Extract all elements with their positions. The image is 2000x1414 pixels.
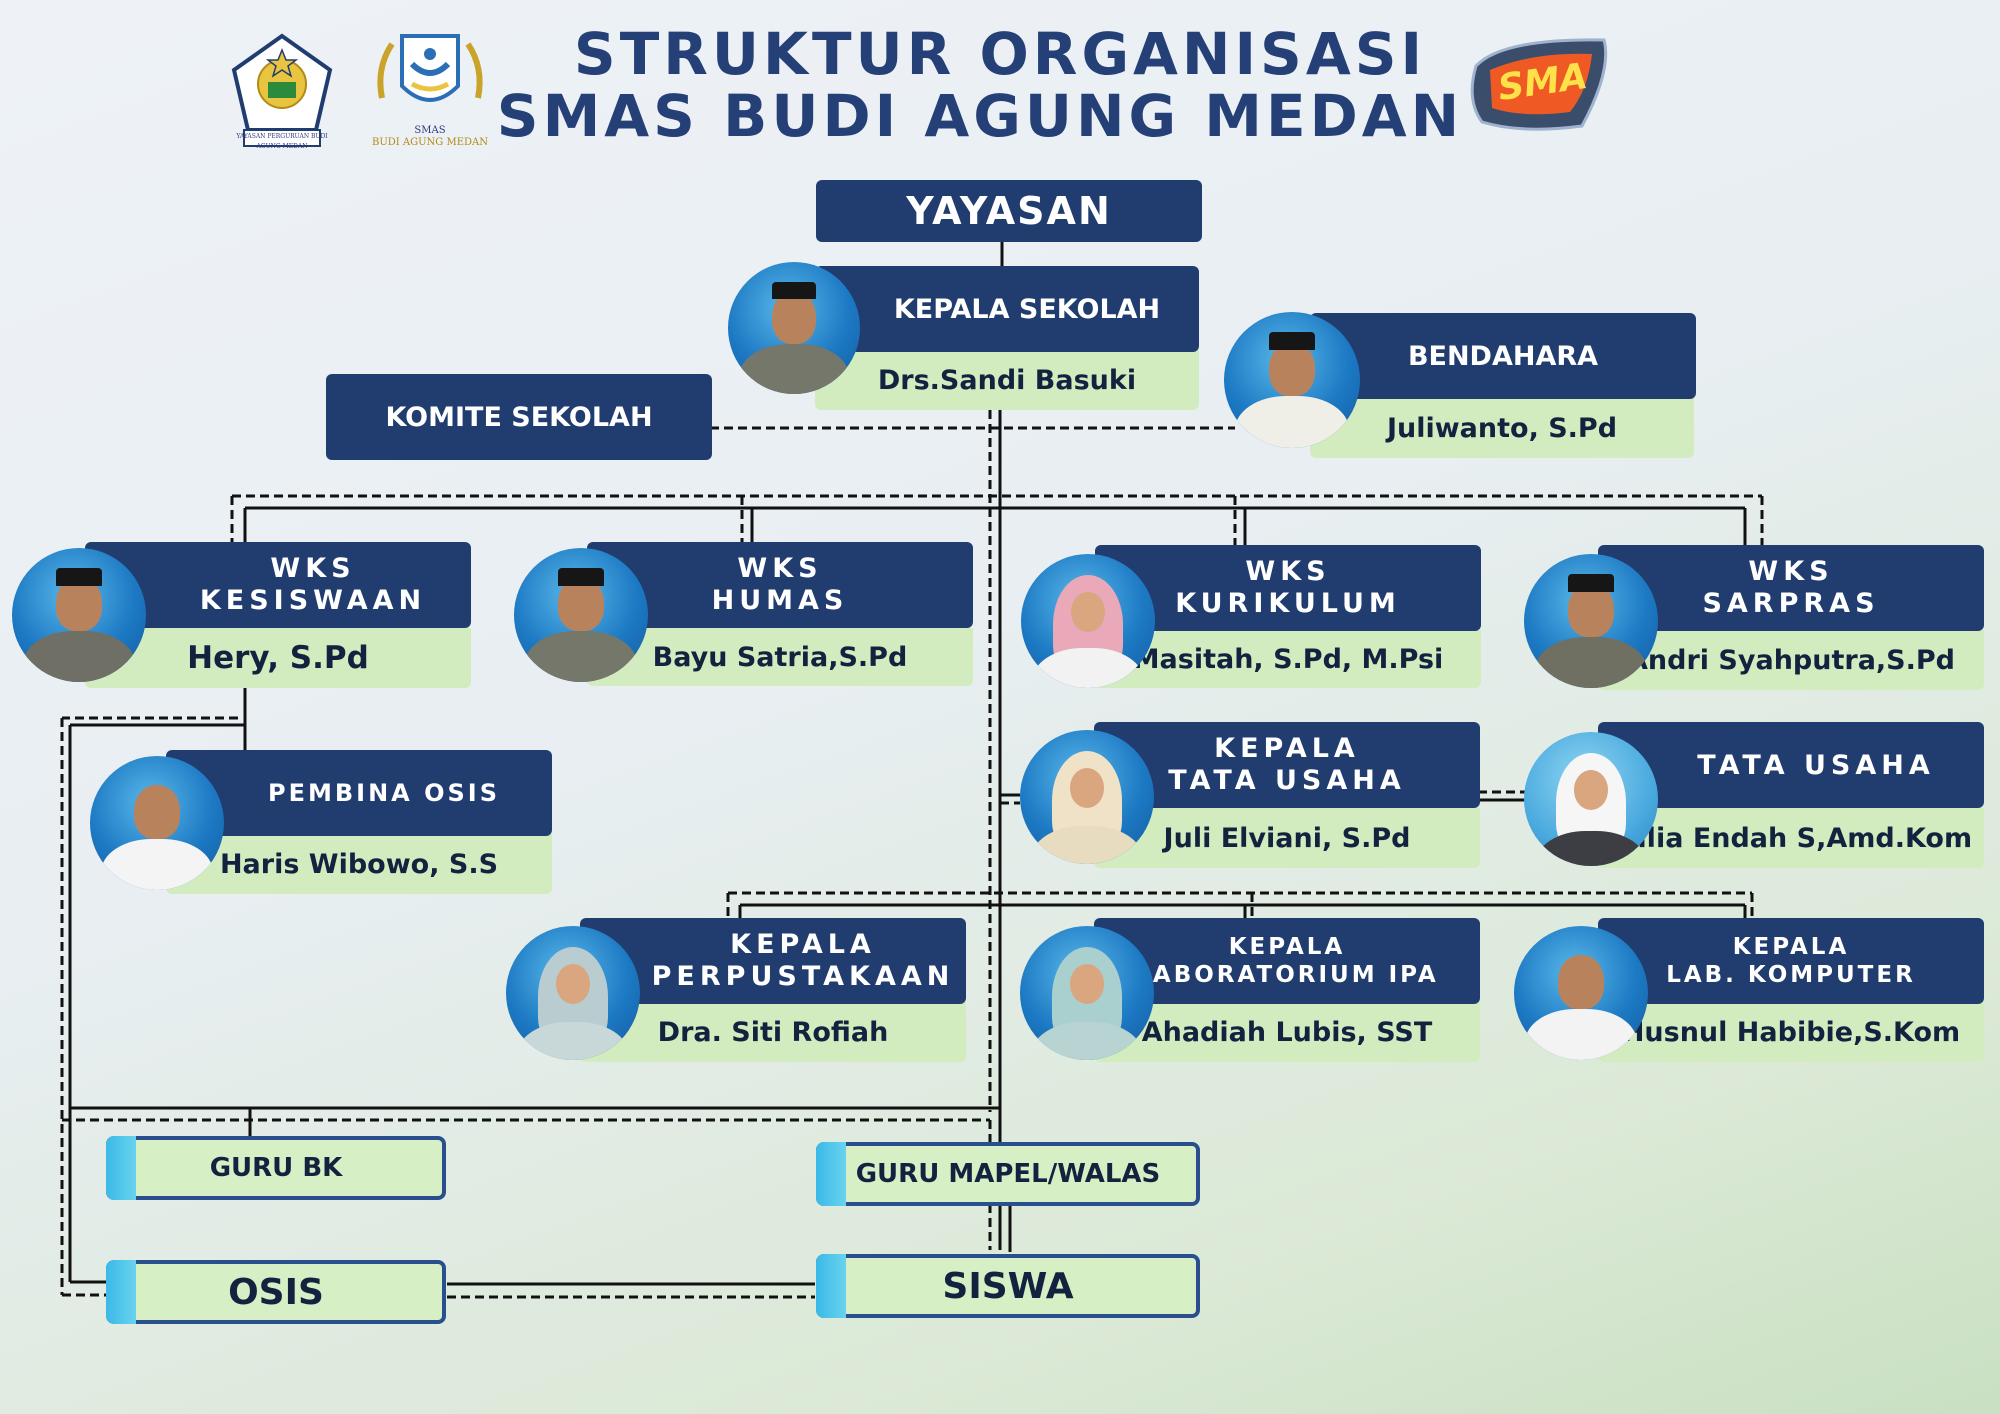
sma-badge-logo: SMA	[1462, 30, 1618, 142]
kepala-lab-ipa-name: Ahadiah Lubis, SST	[1094, 1002, 1480, 1062]
wks-kurikulum-photo	[1021, 554, 1155, 688]
wks-kesiswaan-name: Hery, S.Pd	[85, 628, 471, 688]
yayasan-logo-icon	[231, 33, 333, 147]
kepala-tata-usaha-name: Juli Elviani, S.Pd	[1094, 808, 1480, 868]
kepala-lab-komputer-role: KEPALA LAB. KOMPUTER	[1598, 918, 1984, 1004]
tata-usaha-photo	[1524, 732, 1658, 866]
guru-bk-label: GURU BK	[209, 1153, 343, 1183]
wks-humas-name: Bayu Satria,S.Pd	[587, 628, 973, 686]
kepala-tata-usaha-photo	[1020, 730, 1154, 864]
page-title-line-1: STRUKTUR ORGANISASI	[573, 20, 1427, 88]
bendahara-role: BENDAHARA	[1310, 313, 1696, 399]
yayasan-box: YAYASAN	[816, 180, 1202, 242]
kepala-sekolah-photo	[728, 262, 860, 394]
kepala-lab-komputer-photo	[1514, 926, 1648, 1060]
tata-usaha-role: TATA USAHA	[1598, 722, 1984, 808]
wks-humas-photo	[514, 548, 648, 682]
kepala-lab-ipa-photo	[1020, 926, 1154, 1060]
wks-sarpras-name: Andri Syahputra,S.Pd	[1598, 630, 1984, 690]
kepala-perpustakaan-role: KEPALA PERPUSTAKAAN	[580, 918, 966, 1004]
guru-mapel-label: GURU MAPEL/WALAS	[855, 1159, 1161, 1189]
wks-kesiswaan-photo	[12, 548, 146, 682]
osis-box: OSIS	[106, 1260, 446, 1324]
kepala-sekolah-name: Drs.Sandi Basuki	[815, 350, 1199, 410]
kepala-perpustakaan-photo	[506, 926, 640, 1060]
kepala-lab-komputer-name: Husnul Habibie,S.Kom	[1598, 1002, 1984, 1062]
smas-logo: SMAS BUDI AGUNG MEDAN	[372, 28, 488, 156]
guru-bk-box: GURU BK	[106, 1136, 446, 1200]
siswa-box: SISWA	[816, 1254, 1200, 1318]
kepala-perpustakaan-name: Dra. Siti Rofiah	[580, 1002, 966, 1062]
smas-logo-caption-2: BUDI AGUNG MEDAN	[372, 137, 489, 148]
bendahara-photo	[1224, 312, 1360, 448]
wks-sarpras-photo	[1524, 554, 1658, 688]
pembina-osis-name: Haris Wibowo, S.S	[166, 834, 552, 894]
sma-badge-icon	[1470, 38, 1608, 131]
page-title-line-2: SMAS BUDI AGUNG MEDAN	[496, 82, 1464, 150]
kepala-tata-usaha-role: KEPALA TATA USAHA	[1094, 722, 1480, 808]
smas-logo-caption-1: SMAS	[414, 125, 446, 136]
wks-sarpras-role: WKS SARPRAS	[1598, 545, 1984, 631]
tata-usaha-name: Yulia Endah S,Amd.Kom	[1598, 808, 1984, 868]
siswa-label: SISWA	[942, 1265, 1074, 1307]
smas-logo-icon	[377, 34, 483, 102]
wks-kurikulum-role: WKS KURIKULUM	[1095, 545, 1481, 631]
pembina-osis-photo	[90, 756, 224, 890]
wks-kurikulum-name: Masitah, S.Pd, M.Psi	[1095, 630, 1481, 688]
kepala-lab-ipa-role: KEPALA LABORATORIUM IPA	[1094, 918, 1480, 1004]
guru-mapel-box: GURU MAPEL/WALAS	[816, 1142, 1200, 1206]
komite-sekolah-box: KOMITE SEKOLAH	[326, 374, 712, 460]
wks-humas-role: WKS HUMAS	[587, 542, 973, 628]
pembina-osis-role: PEMBINA OSIS	[166, 750, 552, 836]
kepala-sekolah-role: KEPALA SEKOLAH	[815, 266, 1199, 352]
bendahara-name: Juliwanto, S.Pd	[1310, 398, 1694, 458]
yayasan-logo: YAYASAN PERGURUAN BUDI AGUNG MEDAN	[230, 32, 334, 150]
osis-label: OSIS	[228, 1271, 324, 1313]
wks-kesiswaan-role: WKS KESISWAAN	[85, 542, 471, 628]
yayasan-logo-caption: YAYASAN PERGURUAN BUDI AGUNG MEDAN	[236, 133, 328, 150]
